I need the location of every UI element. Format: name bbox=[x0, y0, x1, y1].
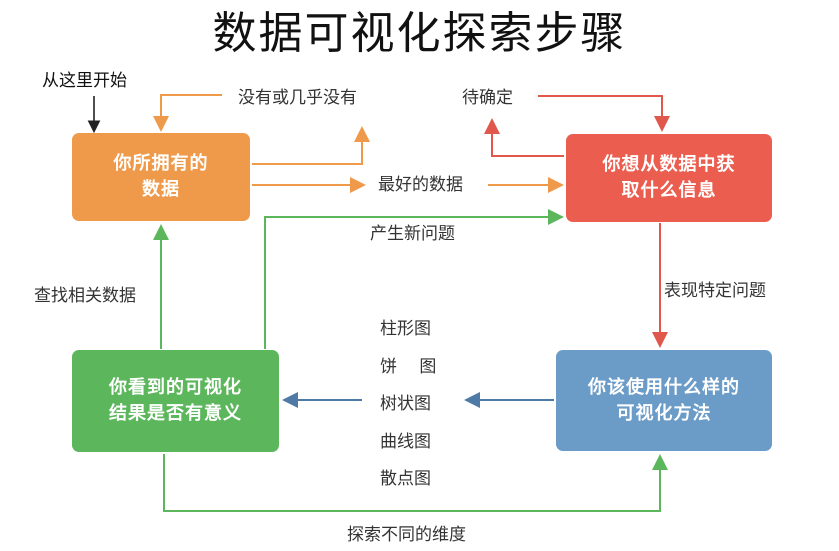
box-desired-info[interactable]: 你想从数据中获 取什么信息 bbox=[566, 134, 772, 222]
box-vis-method-line2: 可视化方法 bbox=[616, 402, 712, 424]
box-owned-data-line2: 数据 bbox=[142, 179, 180, 200]
label-find-related: 查找相关数据 bbox=[34, 286, 136, 306]
box-desired-info-line2: 取什么信息 bbox=[621, 180, 717, 201]
none-or-little-return-arrow bbox=[153, 94, 222, 132]
chart-type-line: 曲线图 bbox=[380, 431, 431, 452]
chart-type-tree: 树状图 bbox=[380, 394, 431, 414]
box-owned-data[interactable]: 你所拥有的 数据 bbox=[72, 133, 250, 221]
box-result-meaningful[interactable]: 你看到的可视化 结果是否有意义 bbox=[72, 350, 279, 452]
label-new-question: 产生新问题 bbox=[370, 224, 455, 244]
chart-type-scatter: 散点图 bbox=[380, 469, 431, 489]
explore-dimensions-arrow bbox=[163, 454, 668, 512]
page-title: 数据可视化探索步骤 bbox=[212, 8, 627, 59]
label-none-or-little: 没有或几乎没有 bbox=[238, 88, 357, 108]
box-owned-data-line1: 你所拥有的 bbox=[113, 153, 209, 174]
tbd-return-arrow bbox=[538, 95, 670, 132]
chart-type-pie: 饼 图 bbox=[380, 356, 437, 377]
box-result-meaningful-line1: 你看到的可视化 bbox=[109, 377, 242, 398]
box-vis-method[interactable]: 你该使用什么样的 可视化方法 bbox=[556, 350, 772, 451]
none-or-little-out-arrow bbox=[252, 126, 370, 165]
chart-type-list: 柱形图 饼 图 树状图 曲线图 散点图 bbox=[380, 318, 450, 506]
label-explore-dimensions: 探索不同的维度 bbox=[347, 525, 466, 545]
label-best-data: 最好的数据 bbox=[378, 175, 463, 195]
start-label: 从这里开始 bbox=[42, 71, 127, 91]
label-tbd: 待确定 bbox=[462, 88, 513, 108]
label-specific-question: 表现特定问题 bbox=[664, 281, 766, 301]
tbd-out-arrow bbox=[484, 118, 564, 157]
chart-type-bar: 柱形图 bbox=[380, 319, 431, 339]
box-vis-method-line1: 你该使用什么样的 bbox=[588, 376, 740, 398]
new-question-arrow bbox=[264, 209, 564, 349]
box-desired-info-line1: 你想从数据中获 bbox=[602, 154, 736, 175]
box-result-meaningful-line2: 结果是否有意义 bbox=[109, 403, 242, 424]
